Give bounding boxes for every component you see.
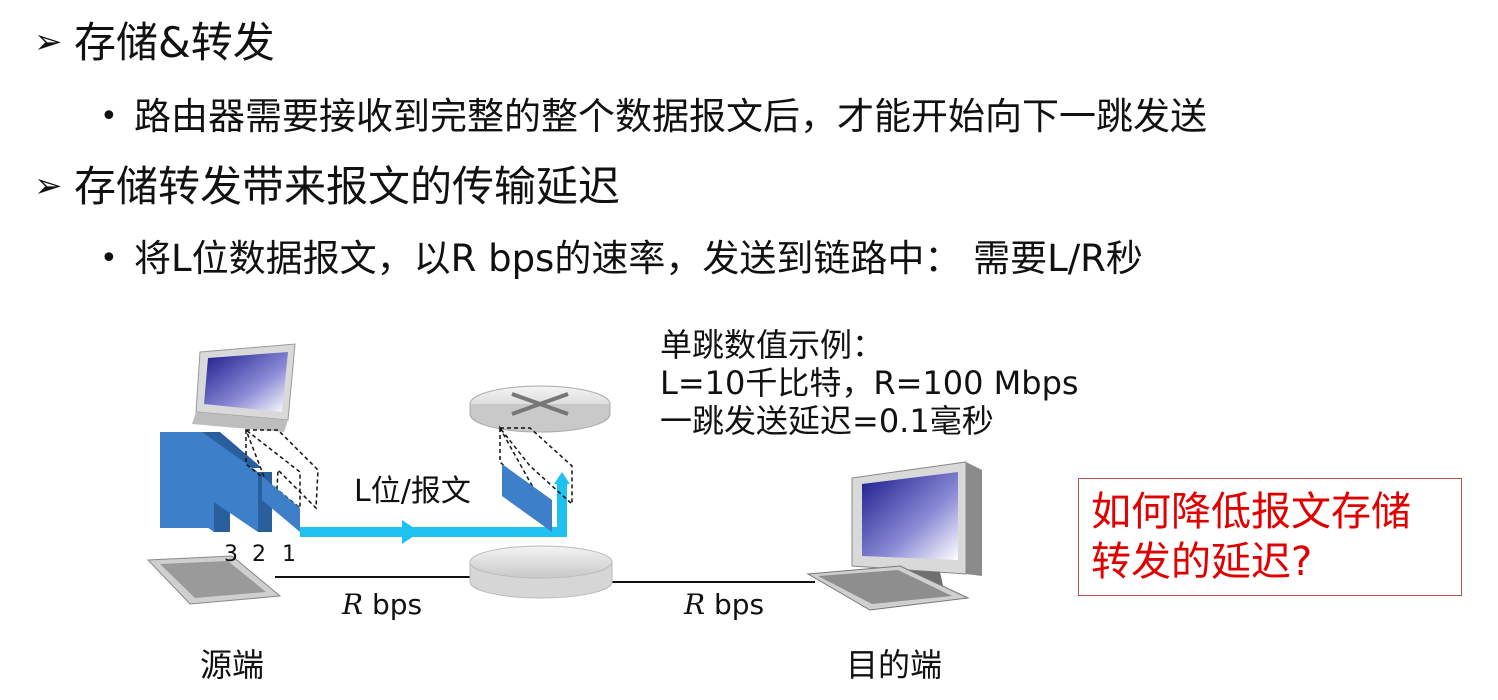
packet-number-1: 1 xyxy=(282,542,296,567)
bullet-delay: ➢存储转发带来报文的传输延迟 xyxy=(34,166,620,208)
sub-bullet-router: • 路由器需要接收到完整的整个数据报文后，才能开始向下一跳发送 xyxy=(100,98,1207,135)
source-packets xyxy=(160,428,319,532)
destination-computer-icon xyxy=(806,461,982,611)
rate-variable: R xyxy=(342,588,364,621)
rate-unit: bps xyxy=(705,588,765,621)
bullet-store-forward: ➢存储&转发 xyxy=(34,22,275,64)
packet-flow-arrow xyxy=(300,472,570,544)
arrow-bullet-icon: ➢ xyxy=(34,166,63,206)
example-box: 单跳数值示例： L=10千比特，R=100 Mbps 一跳发送延迟=0.1毫秒 xyxy=(660,326,1079,440)
packet-number-2: 2 xyxy=(252,542,266,567)
link2-rate-label: R bps xyxy=(684,588,764,621)
question-line-2: 转发的延迟? xyxy=(1091,539,1313,585)
arrow-bullet-icon: ➢ xyxy=(34,22,63,62)
rate-variable: R xyxy=(684,588,706,621)
example-line-3: 一跳发送延迟=0.1毫秒 xyxy=(660,402,994,440)
sub-bullet-formula: • 将L位数据报文，以R bps的速率，发送到链路中： 需要L/R秒 xyxy=(100,240,1143,277)
bullet-text: 存储&转发 xyxy=(74,18,275,67)
router-top-icon xyxy=(469,385,611,433)
dot-bullet-icon: • xyxy=(100,99,118,134)
question-line-1: 如何降低报文存储 xyxy=(1091,489,1411,535)
source-keyboard-icon xyxy=(146,555,282,605)
bullet-text: 将L位数据报文，以R bps的速率，发送到链路中： 需要L/R秒 xyxy=(134,237,1143,280)
packet-number-3: 3 xyxy=(224,542,238,567)
example-line-2: L=10千比特，R=100 Mbps xyxy=(660,364,1079,402)
link1-rate-label: R bps xyxy=(342,588,422,621)
bullet-text: 路由器需要接收到完整的整个数据报文后，才能开始向下一跳发送 xyxy=(134,95,1207,138)
router-packet xyxy=(498,425,573,532)
bullet-text: 存储转发带来报文的传输延迟 xyxy=(74,162,621,211)
packet-size-label: L位/报文 xyxy=(354,474,471,509)
router-icon xyxy=(469,545,613,599)
dot-bullet-icon: • xyxy=(100,241,118,276)
destination-label: 目的端 xyxy=(846,646,943,684)
source-label: 源端 xyxy=(200,646,265,684)
question-box: 如何降低报文存储 转发的延迟? xyxy=(1078,478,1462,596)
example-line-1: 单跳数值示例： xyxy=(660,326,885,364)
rate-unit: bps xyxy=(363,588,423,621)
source-monitor-icon xyxy=(192,343,296,432)
